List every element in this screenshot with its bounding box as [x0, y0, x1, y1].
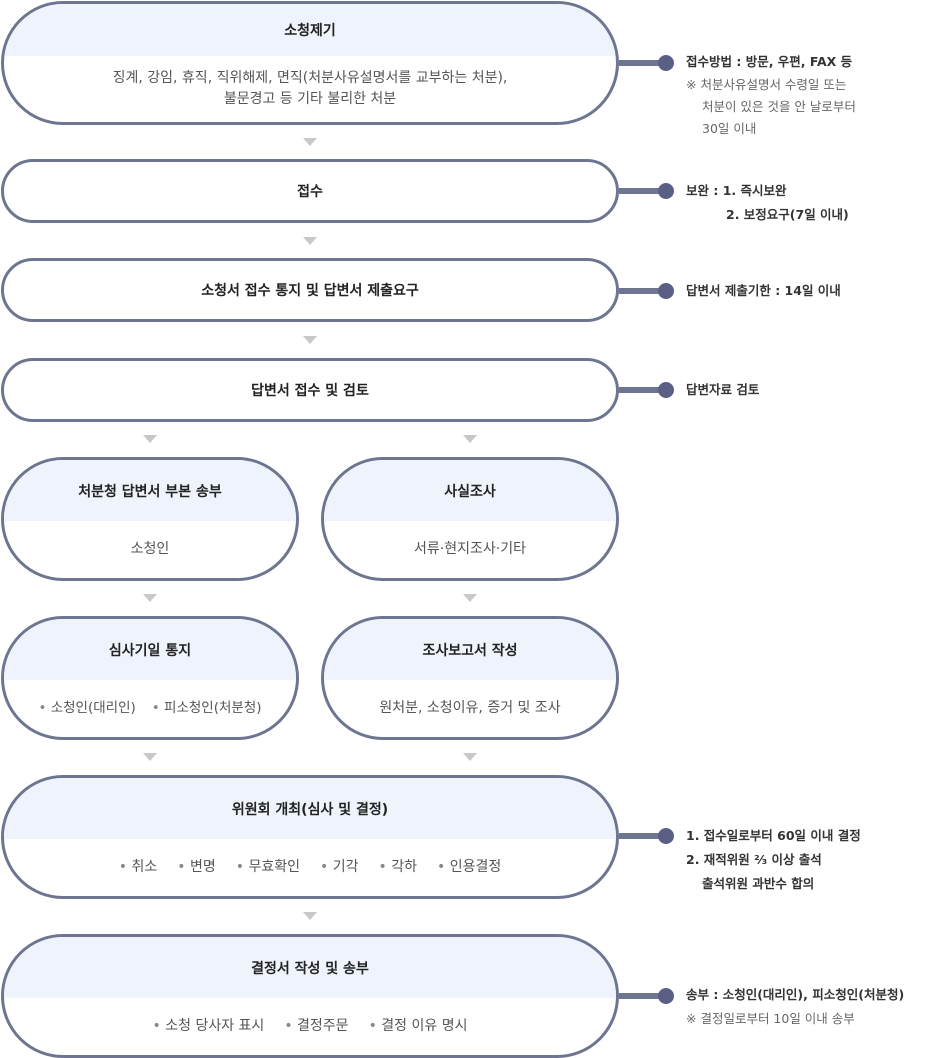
note-filing-line-3: 처분이 있은 것을 안 날로부터 — [702, 99, 856, 114]
note-receipt: 보완 : 1. 즉시보완 2. 보정요구(7일 이내) — [686, 179, 849, 227]
step-committee: 위원회 개최(심사 및 결정) 취소 변명 무효확인 기각 각하 인용결정 — [1, 775, 619, 899]
down-arrow-icon — [143, 753, 157, 761]
note-notice-line-1: 답변서 제출기한 : 14일 이내 — [686, 283, 841, 298]
step-filing-desc-1: 징계, 강임, 휴직, 직위해제, 면직(처분사유설명서를 교부하는 처분), — [112, 70, 508, 86]
down-arrow-icon — [463, 435, 477, 443]
step-receipt: 접수 — [1, 159, 619, 223]
down-arrow-icon — [303, 138, 317, 146]
decision-type-item: 인용결정 — [437, 857, 502, 878]
connector-dot-icon — [658, 283, 674, 299]
down-arrow-icon — [463, 753, 477, 761]
connector-dot-icon — [658, 183, 674, 199]
note-committee: 1. 접수일로부터 60일 이내 결정 2. 재적위원 ⅔ 이상 출석 출석위원… — [686, 824, 861, 896]
step-hearing-notice-title: 심사기일 통지 — [4, 619, 296, 680]
down-arrow-icon — [303, 912, 317, 920]
decision-document-item: 소청 당사자 표시 — [153, 1016, 264, 1037]
step-notice: 소청서 접수 통지 및 답변서 제출요구 — [1, 258, 619, 322]
note-filing-line-2: ※ 처분사유설명서 수령일 또는 — [686, 77, 847, 92]
step-fact-finding: 사실조사 서류·현지조사·기타 — [321, 457, 619, 581]
connector-dot-icon — [658, 988, 674, 1004]
note-committee-line-2: 2. 재적위원 ⅔ 이상 출석 — [686, 852, 822, 867]
decision-type-item: 각하 — [378, 857, 417, 878]
note-decision-document-line-2: ※ 결정일로부터 10일 이내 송부 — [686, 1011, 855, 1026]
step-report: 조사보고서 작성 원처분, 소청이유, 증거 및 조사 — [321, 616, 619, 740]
connector-line — [619, 288, 663, 294]
note-review: 답변자료 검토 — [686, 378, 759, 402]
step-report-title: 조사보고서 작성 — [324, 619, 616, 680]
connector-line — [619, 188, 663, 194]
note-decision-document-line-1: 송부 : 소청인(대리인), 피소청인(처분청) — [686, 987, 905, 1002]
note-receipt-line-2: 2. 보정요구(7일 이내) — [726, 207, 849, 222]
decision-document-item: 결정 이유 명시 — [369, 1016, 467, 1037]
note-review-line-1: 답변자료 검토 — [686, 382, 760, 397]
down-arrow-icon — [303, 237, 317, 245]
connector-dot-icon — [658, 828, 674, 844]
step-filing: 소청제기 징계, 강임, 휴직, 직위해제, 면직(처분사유설명서를 교부하는 … — [1, 1, 619, 125]
note-notice: 답변서 제출기한 : 14일 이내 — [686, 279, 841, 303]
note-filing-line-1: 접수방법 : 방문, 우편, FAX 등 — [686, 54, 853, 69]
connector-dot-icon — [658, 55, 674, 71]
note-committee-line-1: 1. 접수일로부터 60일 이내 결정 — [686, 828, 861, 843]
step-decision-document: 결정서 작성 및 송부 소청 당사자 표시 결정주문 결정 이유 명시 — [1, 934, 619, 1058]
step-filing-title: 소청제기 — [4, 4, 616, 56]
step-decision-document-title: 결정서 작성 및 송부 — [4, 937, 616, 998]
connector-line — [619, 833, 663, 839]
step-filing-desc-2: 불문경고 등 기타 불리한 처분 — [223, 91, 397, 107]
step-fact-finding-desc: 서류·현지조사·기타 — [414, 541, 526, 557]
connector-line — [619, 60, 663, 66]
step-hearing-notice: 심사기일 통지 소청인(대리인) 피소청인(처분청) — [1, 616, 299, 740]
note-receipt-line-1: 보완 : 1. 즉시보완 — [686, 183, 787, 198]
step-copy-sent: 처분청 답변서 부본 송부 소청인 — [1, 457, 299, 581]
note-decision-document: 송부 : 소청인(대리인), 피소청인(처분청) ※ 결정일로부터 10일 이내… — [686, 983, 904, 1031]
decision-type-item: 무효확인 — [236, 857, 300, 878]
connector-line — [619, 387, 663, 393]
step-fact-finding-title: 사실조사 — [324, 460, 616, 521]
step-copy-sent-desc: 소청인 — [130, 541, 170, 557]
note-committee-line-3: 출석위원 과반수 합의 — [702, 876, 815, 891]
note-filing-line-4: 30일 이내 — [702, 121, 757, 136]
hearing-notice-item: 소청인(대리인) — [38, 698, 136, 719]
decision-type-item: 취소 — [119, 857, 158, 878]
connector-dot-icon — [658, 382, 674, 398]
note-filing: 접수방법 : 방문, 우편, FAX 등 ※ 처분사유설명서 수령일 또는 처분… — [686, 50, 856, 140]
down-arrow-icon — [143, 594, 157, 602]
down-arrow-icon — [463, 594, 477, 602]
hearing-notice-item: 피소청인(처분청) — [152, 698, 261, 719]
connector-line — [619, 993, 663, 999]
decision-type-item: 기각 — [320, 857, 359, 878]
step-copy-sent-title: 처분청 답변서 부본 송부 — [4, 460, 296, 521]
step-review: 답변서 접수 및 검토 — [1, 358, 619, 422]
step-report-desc: 원처분, 소청이유, 증거 및 조사 — [379, 700, 561, 716]
down-arrow-icon — [143, 435, 157, 443]
decision-type-item: 변명 — [177, 857, 216, 878]
down-arrow-icon — [303, 336, 317, 344]
decision-document-item: 결정주문 — [284, 1016, 349, 1037]
step-committee-title: 위원회 개최(심사 및 결정) — [4, 778, 616, 839]
